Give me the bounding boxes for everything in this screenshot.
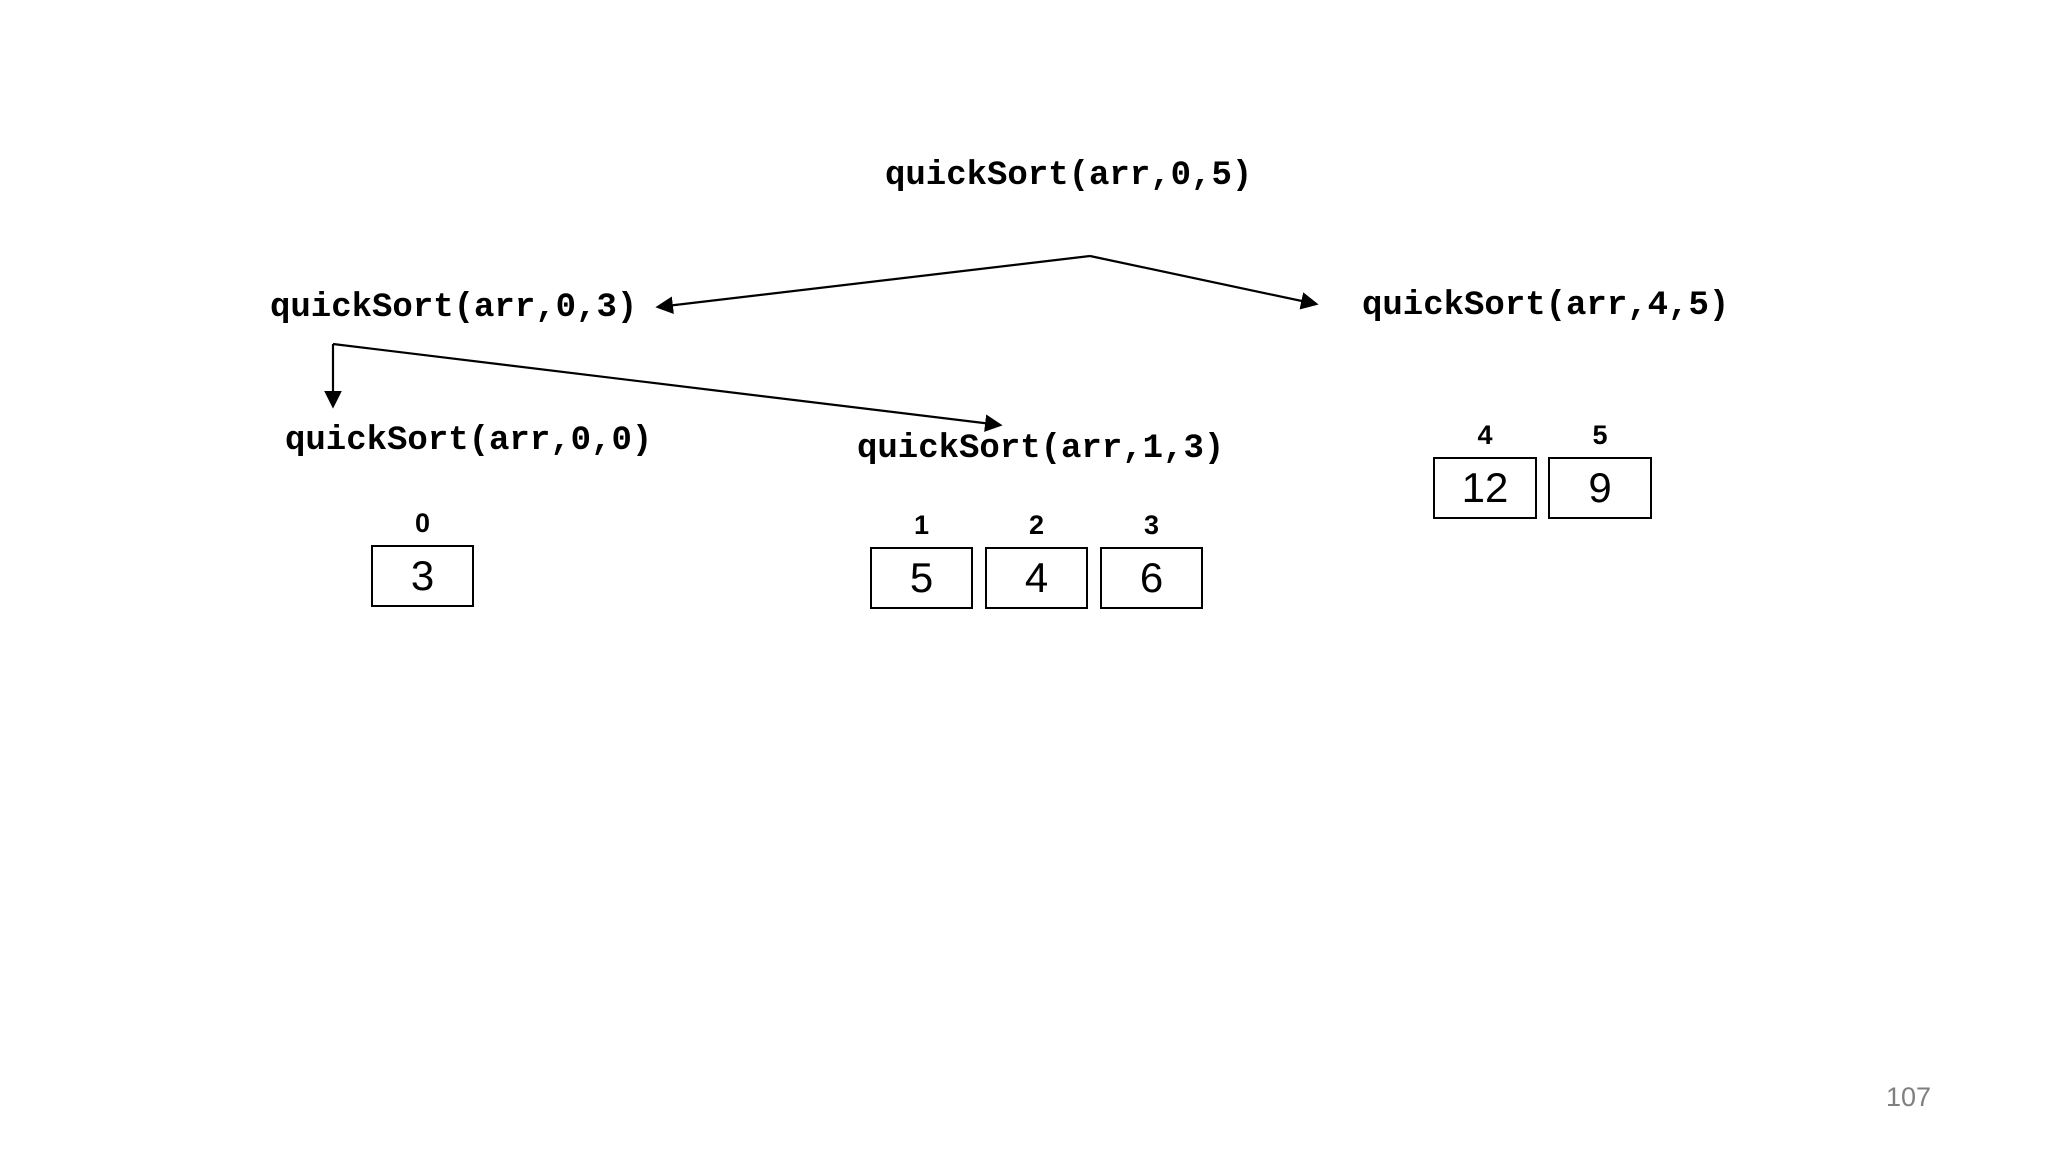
- cell-index-label: 4: [1477, 420, 1493, 450]
- array-cell: 4 12: [1433, 415, 1537, 519]
- node-quicksort-arr-1-3: quickSort(arr,1,3): [857, 430, 1225, 468]
- array-cell: 0 3: [371, 503, 474, 607]
- cell-index-label: 3: [1143, 510, 1160, 540]
- node-quicksort-arr-0-3: quickSort(arr,0,3): [270, 289, 638, 327]
- cell-box: 6: [1100, 547, 1203, 609]
- cell-value: 4: [1024, 554, 1049, 601]
- node-quicksort-arr-0-5: quickSort(arr,0,5): [885, 157, 1253, 195]
- array-subarray-1-3: 1 5 2 4 3 6: [870, 505, 1203, 609]
- array-cell: 5 9: [1548, 415, 1652, 519]
- arrow-left-to-left-right-child: [332, 342, 1003, 432]
- node-quicksort-arr-4-5: quickSort(arr,4,5): [1362, 287, 1730, 325]
- cell-value: 3: [410, 552, 435, 599]
- cell-value: 6: [1139, 554, 1164, 601]
- cell-box: 5: [870, 547, 973, 609]
- cell-index-label: 1: [913, 510, 930, 540]
- array-cell: 2 4: [985, 505, 1088, 609]
- array-cell: 3 6: [1100, 505, 1203, 609]
- cell-value: 5: [909, 554, 934, 601]
- cell-box: 12: [1433, 457, 1537, 519]
- arrow-root-to-left-child: [655, 254, 1091, 314]
- arrow-root-to-right-child: [1089, 254, 1319, 310]
- cell-index-label: 0: [414, 508, 431, 538]
- cell-value: 9: [1588, 464, 1612, 511]
- cell-box: 3: [371, 545, 474, 607]
- cell-value: 12: [1461, 464, 1509, 511]
- array-cell: 1 5: [870, 505, 973, 609]
- cell-box: 4: [985, 547, 1088, 609]
- cell-index-label: 5: [1592, 420, 1608, 450]
- array-subarray-0-0: 0 3: [371, 503, 474, 607]
- cell-box: 9: [1548, 457, 1652, 519]
- node-quicksort-arr-0-0: quickSort(arr,0,0): [285, 422, 653, 460]
- cell-index-label: 2: [1028, 510, 1045, 540]
- array-subarray-4-5: 4 12 5 9: [1433, 415, 1652, 519]
- page-number: 107: [1886, 1082, 1932, 1112]
